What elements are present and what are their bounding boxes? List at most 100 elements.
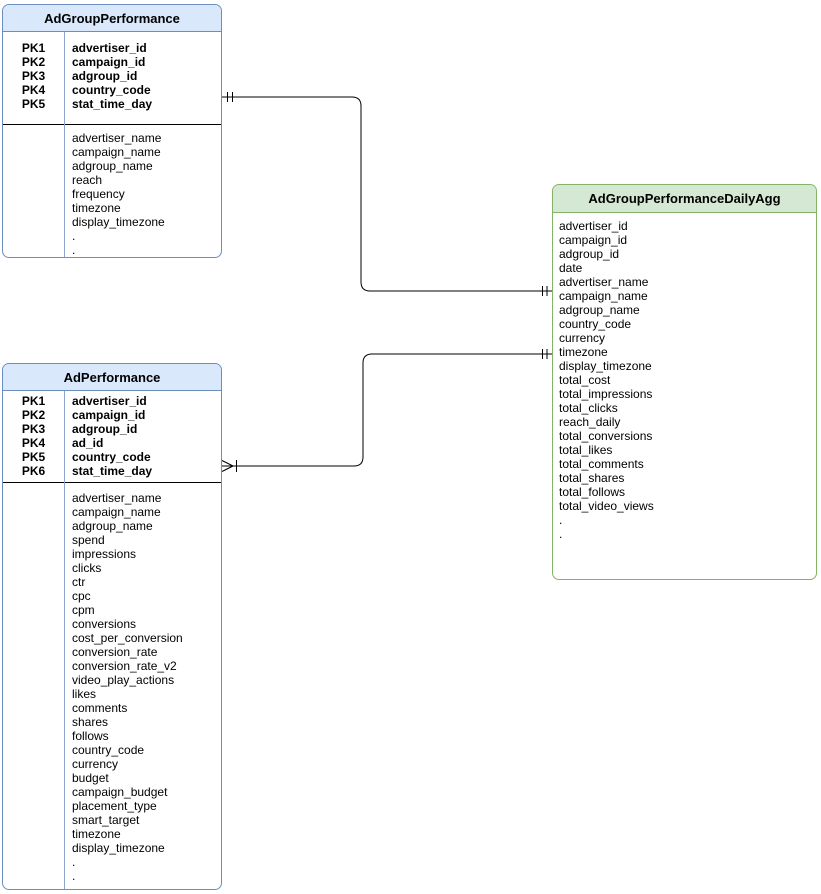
field-name: advertiser_name — [72, 491, 162, 505]
field-row: adgroup_name — [3, 159, 221, 173]
field-name: conversion_rate_v2 — [72, 659, 177, 673]
field-row: timezone — [553, 345, 816, 359]
pk-label — [3, 841, 64, 855]
field-row: total_impressions — [553, 387, 816, 401]
pk-label — [3, 519, 64, 533]
field-name: country_code — [72, 743, 145, 757]
relationship-line[interactable] — [222, 353, 552, 467]
pk-label: PK1 — [21, 41, 46, 55]
cardinality-one-and-only-one-marker — [542, 349, 548, 359]
pk-label: PK1 — [21, 394, 46, 408]
field-name: video_play_actions — [72, 673, 175, 687]
field-name: adgroup_id — [559, 247, 620, 261]
pk-label — [3, 743, 64, 757]
field-name: cost_per_conversion — [72, 631, 183, 645]
field-name: shares — [72, 715, 109, 729]
pk-field-row: PK2 campaign_id — [3, 55, 221, 69]
field-row: display_timezone — [3, 841, 221, 855]
pk-label — [3, 215, 64, 229]
field-row: display_timezone — [553, 359, 816, 373]
pk-label — [3, 869, 64, 883]
field-row: . — [3, 243, 221, 257]
field-row: total_follows — [553, 485, 816, 499]
cardinality-one-or-many-marker — [221, 460, 237, 472]
field-name: adgroup_name — [72, 519, 153, 533]
field-row: advertiser_id — [553, 219, 816, 233]
field-row: frequency — [3, 187, 221, 201]
pk-label — [3, 687, 64, 701]
field-name: stat_time_day — [72, 97, 153, 111]
field-name: campaign_id — [72, 408, 146, 422]
field-name: country_code — [559, 317, 632, 331]
field-name: ctr — [72, 575, 86, 589]
pk-label — [3, 201, 64, 215]
field-name: display_timezone — [559, 359, 652, 373]
field-row: campaign_name — [3, 505, 221, 519]
field-row: video_play_actions — [3, 673, 221, 687]
table-adgroupperformancedailyagg[interactable]: AdGroupPerformanceDailyAgg advertiser_id… — [552, 184, 817, 580]
field-row: total_video_views — [553, 499, 816, 513]
field-name: timezone — [72, 827, 121, 841]
field-row: timezone — [3, 827, 221, 841]
field-name: conversion_rate — [72, 645, 158, 659]
field-name: comments — [72, 701, 128, 715]
field-name: campaign_name — [72, 505, 161, 519]
field-row: currency — [3, 757, 221, 771]
field-name: reach_daily — [559, 415, 621, 429]
field-name: total_video_views — [559, 499, 654, 513]
field-name: campaign_id — [72, 55, 146, 69]
pk-label — [3, 715, 64, 729]
field-row: country_code — [553, 317, 816, 331]
field-row: adgroup_name — [553, 303, 816, 317]
relationship-adperformance-to-dailyagg[interactable] — [221, 349, 552, 472]
field-row: cpc — [3, 589, 221, 603]
field-name: . — [72, 869, 76, 883]
pk-label — [3, 771, 64, 785]
pk-label — [3, 757, 64, 771]
field-row: adgroup_name — [3, 519, 221, 533]
cardinality-one-and-only-one-marker — [542, 286, 548, 296]
field-name: date — [559, 261, 583, 275]
field-row: conversions — [3, 617, 221, 631]
field-name: advertiser_id — [559, 219, 628, 233]
field-row: ctr — [3, 575, 221, 589]
field-name: total_cost — [559, 373, 611, 387]
pk-label — [3, 533, 64, 547]
field-row: advertiser_name — [553, 275, 816, 289]
field-row: reach_daily — [553, 415, 816, 429]
field-name: currency — [559, 331, 606, 345]
field-name: currency — [72, 757, 119, 771]
field-row: campaign_budget — [3, 785, 221, 799]
field-name: total_conversions — [559, 429, 653, 443]
relationship-line[interactable] — [222, 96, 552, 292]
field-name: . — [559, 513, 563, 527]
field-name: advertiser_id — [72, 394, 147, 408]
pk-label — [3, 589, 64, 603]
field-row: total_shares — [553, 471, 816, 485]
pk-label: PK2 — [21, 55, 46, 69]
pk-label — [3, 159, 64, 173]
field-row: follows — [3, 729, 221, 743]
field-row: . — [3, 229, 221, 243]
field-name: advertiser_name — [72, 131, 162, 145]
field-name: frequency — [72, 187, 125, 201]
field-name: cpm — [72, 603, 95, 617]
pk-label — [3, 855, 64, 869]
field-name: advertiser_id — [72, 41, 147, 55]
relationship-adgroupperformance-to-dailyagg[interactable] — [222, 92, 552, 296]
field-row: total_comments — [553, 457, 816, 471]
field-row: cost_per_conversion — [3, 631, 221, 645]
pk-label: PK6 — [21, 464, 46, 478]
field-row: total_clicks — [553, 401, 816, 415]
field-row: shares — [3, 715, 221, 729]
